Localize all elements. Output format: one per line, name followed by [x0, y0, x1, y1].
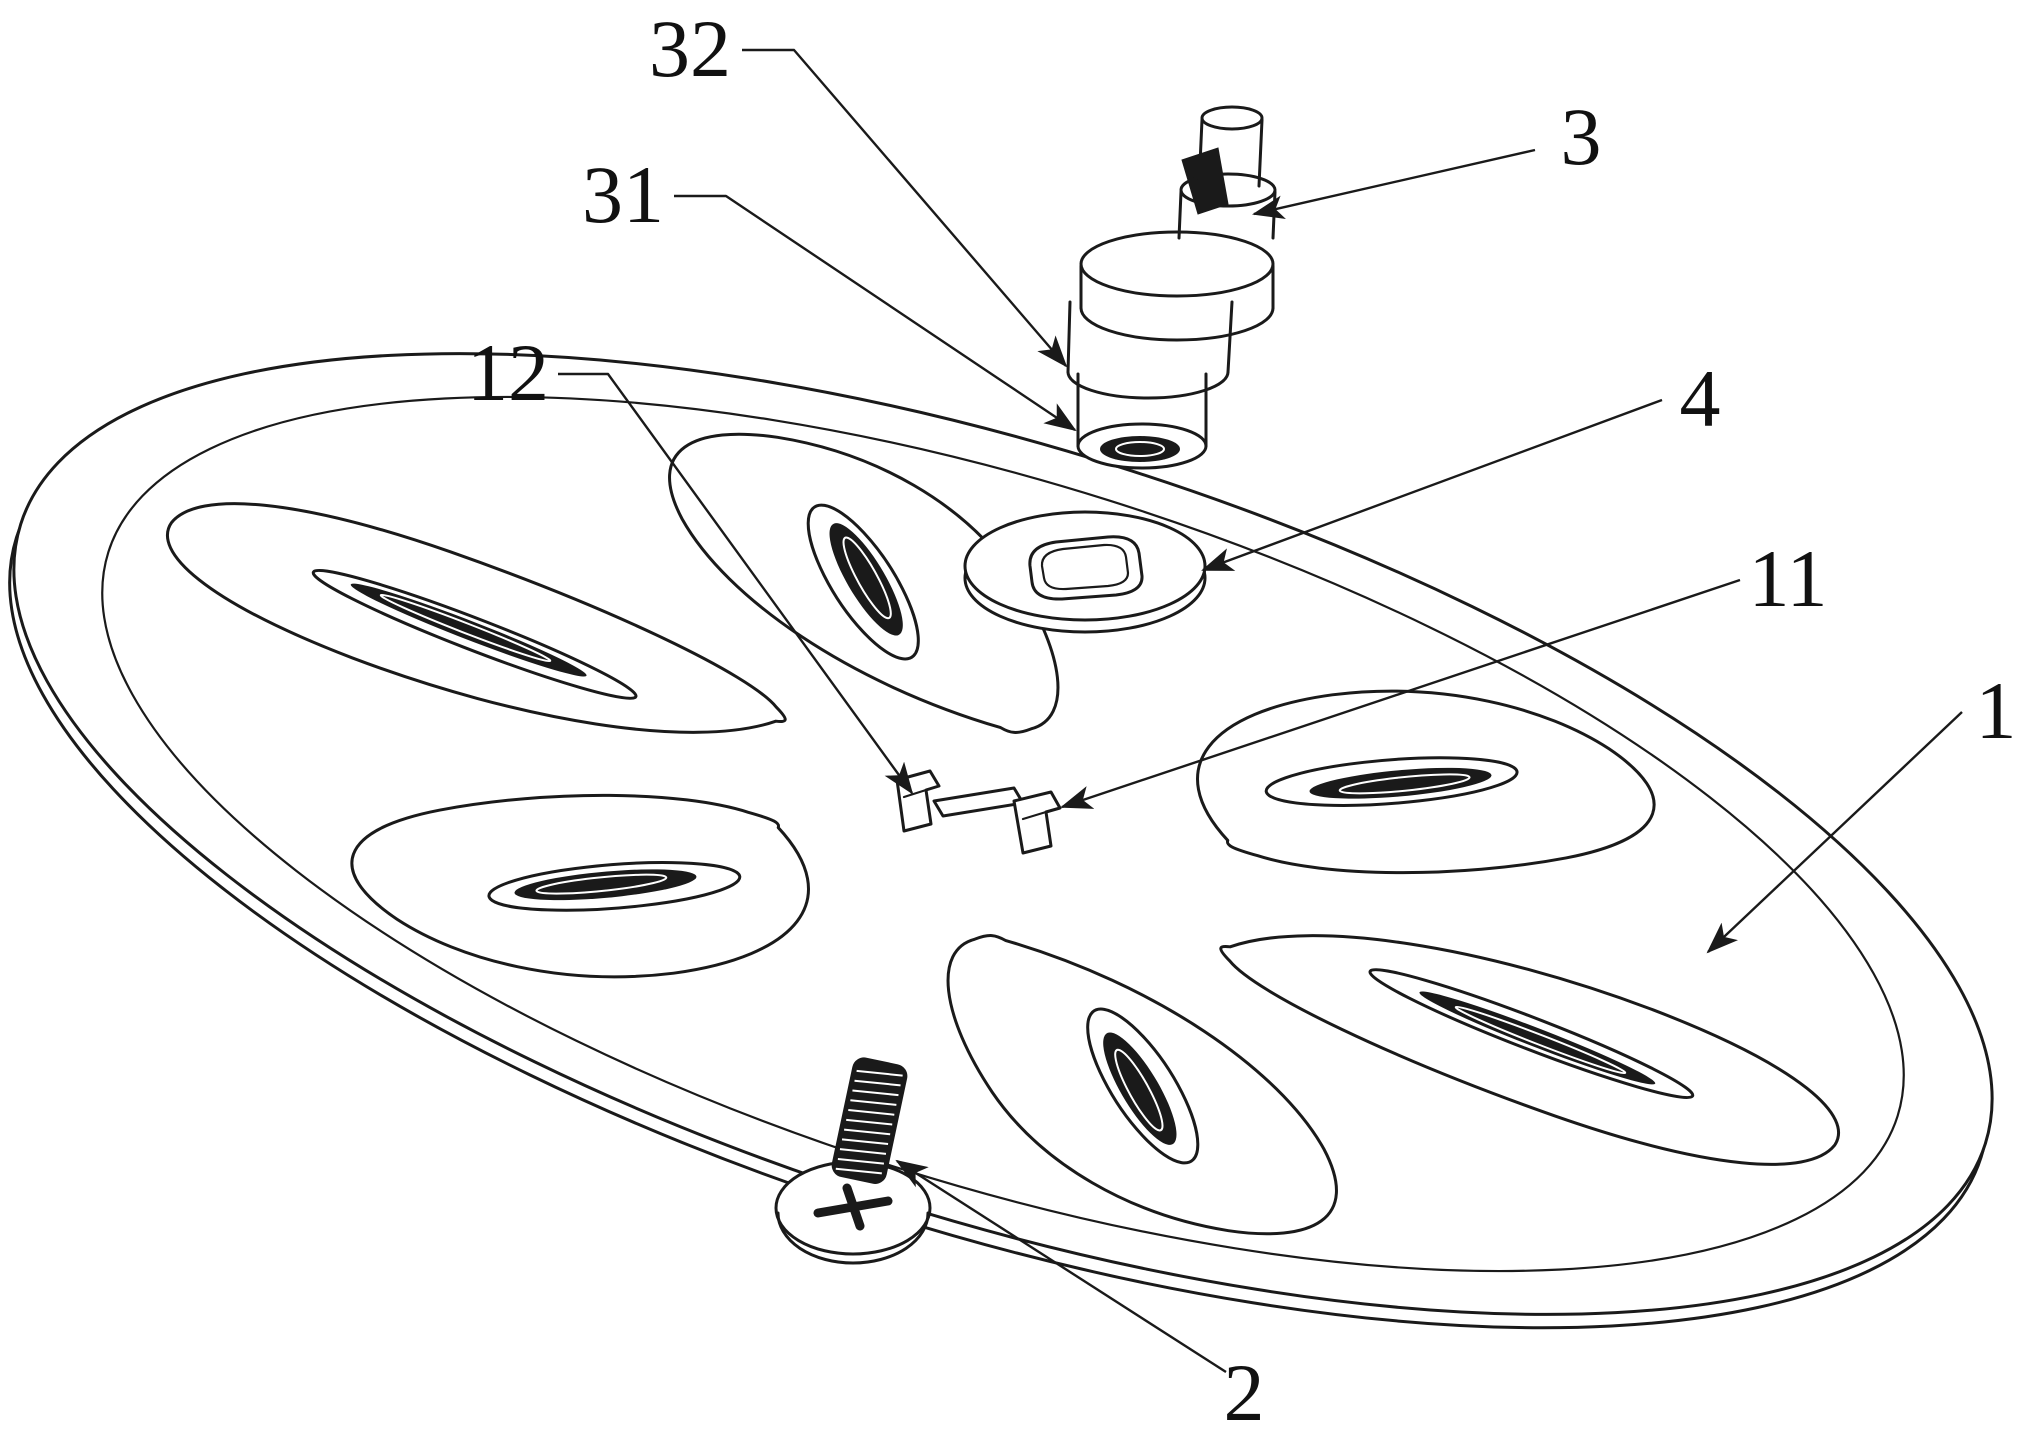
washer-part-4 — [963, 510, 1207, 634]
spindle-socket-highlight — [1116, 442, 1164, 456]
part-labels: 32 3 31 12 4 11 1 2 — [467, 3, 2017, 1430]
spindle-socket-hole — [1100, 436, 1180, 462]
screw-thread-group — [831, 1057, 908, 1184]
screw-phillips-cross — [813, 1183, 893, 1231]
part-label-11: 11 — [1749, 533, 1828, 624]
leader-2 — [895, 1159, 1227, 1374]
hub-clips — [895, 769, 1062, 855]
screw-threads — [835, 1069, 903, 1175]
part-label-12: 12 — [467, 327, 549, 418]
spindle-flange-sides — [1081, 266, 1273, 308]
spindle-part-3 — [1068, 107, 1277, 468]
spindle-upper-boss-sides — [1068, 302, 1232, 372]
hub-clip-detail — [904, 790, 1046, 819]
part-label-1: 1 — [1976, 665, 2017, 756]
leader-12 — [558, 372, 914, 795]
part-label-32: 32 — [649, 3, 731, 94]
leader-31 — [674, 194, 1077, 432]
washer-hole — [1030, 537, 1142, 599]
part-label-3: 3 — [1561, 91, 1602, 182]
screw-part-2 — [774, 1057, 932, 1263]
disc-face-backing — [13, 353, 1993, 1315]
spindle-boss-step — [1068, 372, 1228, 398]
part-label-4: 4 — [1680, 353, 1721, 444]
leader-3 — [1252, 148, 1536, 220]
spindle-bottom-face — [1078, 424, 1206, 468]
washer-hole-inner — [1042, 545, 1128, 589]
leader-11 — [1060, 578, 1741, 809]
spindle-backing — [1068, 300, 1232, 374]
spindle-collar-top — [1181, 174, 1275, 206]
part-label-2: 2 — [1224, 1347, 1265, 1430]
spindle-top-cap — [1202, 107, 1262, 129]
spindle-notch — [1181, 147, 1229, 215]
part-label-31: 31 — [582, 149, 664, 240]
spindle-lower-boss-sides — [1078, 374, 1206, 446]
washer-top-face — [963, 510, 1207, 622]
screw-head-rim — [778, 1213, 928, 1263]
leader-1 — [1706, 711, 1963, 954]
leader-32 — [742, 48, 1068, 368]
leader-4 — [1201, 398, 1663, 572]
screw-thread-shaft — [831, 1057, 908, 1184]
spindle-flange-bottom — [1081, 308, 1273, 340]
leader-lines — [558, 48, 1963, 1374]
spindle-flange-top — [1081, 232, 1273, 296]
